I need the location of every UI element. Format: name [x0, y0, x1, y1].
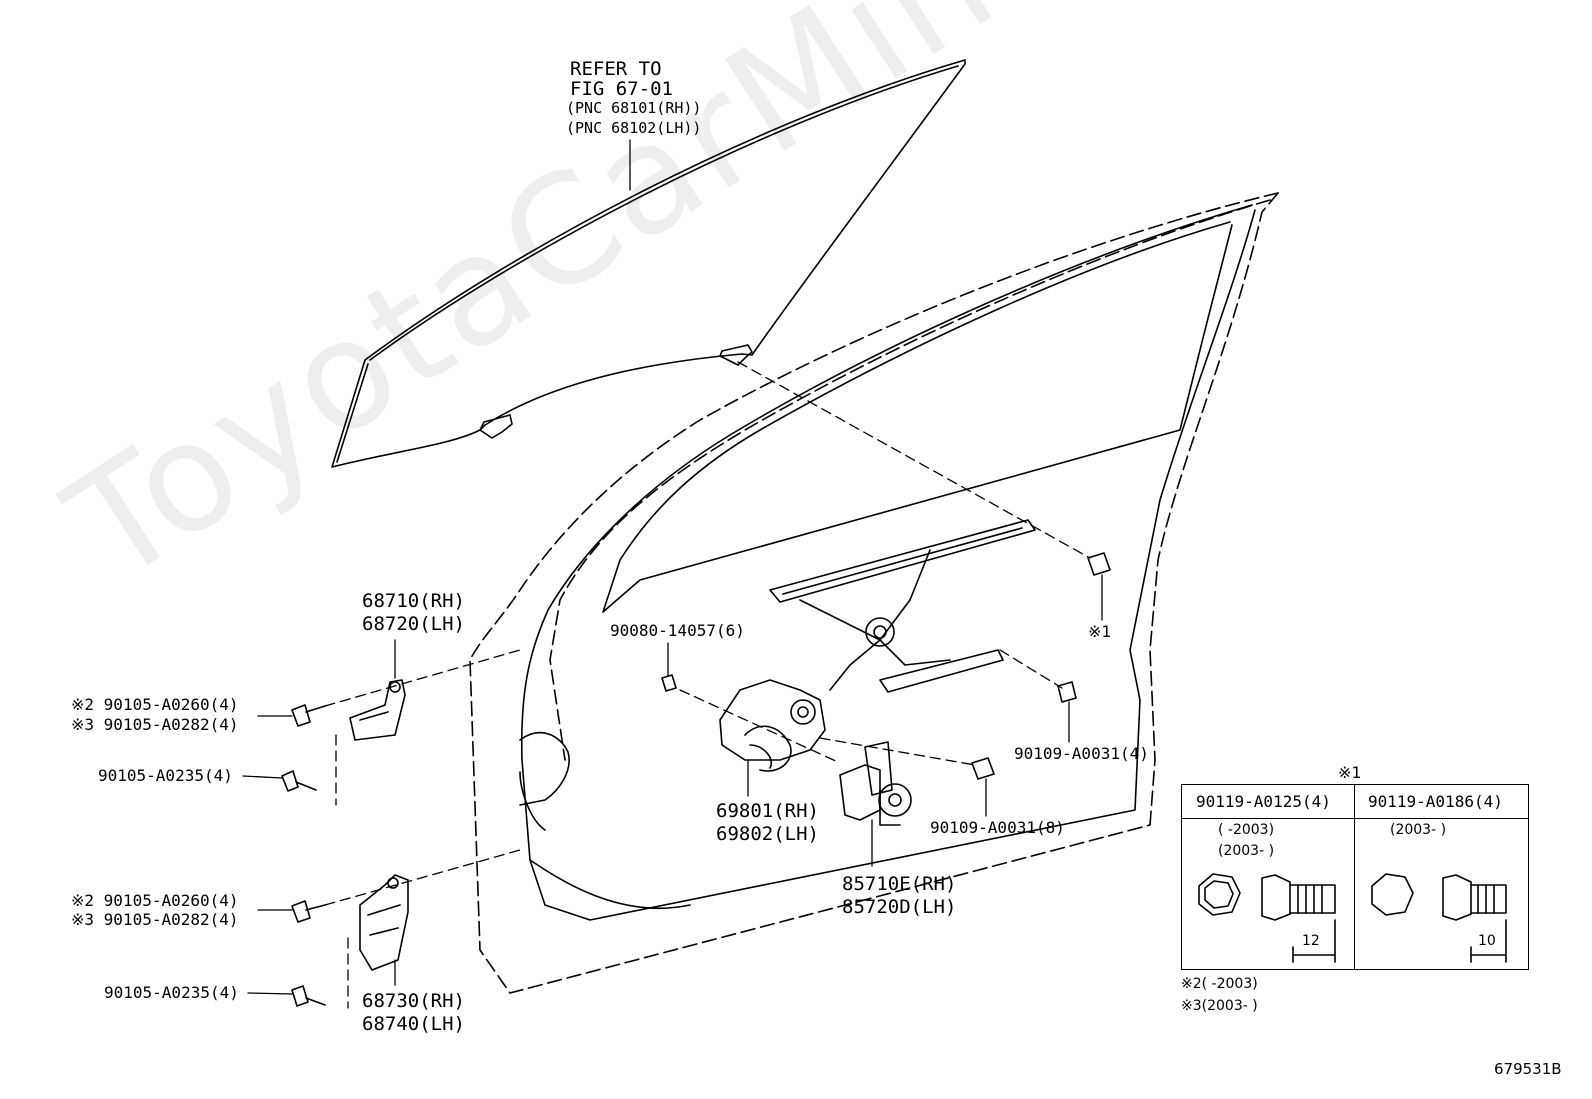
label-motor-lh: 85720D(LH) — [842, 896, 957, 918]
label-regulator-bolt: 90080-14057(6) — [610, 621, 745, 640]
door-frame — [469, 192, 1279, 994]
label-hinge-lower-rh: 68730(RH) — [362, 990, 465, 1012]
refer-line3: (PNC 68101(RH)) — [566, 99, 702, 117]
door-glass — [331, 59, 966, 468]
table-col2-length: 10 — [1478, 933, 1496, 949]
upper-hinge — [349, 679, 406, 741]
footnote-3: ※3(2003- ) — [1181, 998, 1258, 1014]
label-bolt-lower-2: ※2 90105-A0260(4) — [71, 891, 239, 910]
label-bolt-lower-3: ※3 90105-A0282(4) — [71, 910, 239, 929]
label-bolt-upper-b: 90105-A0235(4) — [98, 766, 233, 785]
table-col2-part: 90119-A0186(4) — [1368, 792, 1503, 811]
label-bolt-motor: 90109-A0031(8) — [930, 818, 1065, 837]
table-col1-range1: ( -2003) — [1218, 822, 1275, 838]
bolt-table — [1181, 784, 1529, 970]
table-col1-part: 90119-A0125(4) — [1196, 792, 1331, 811]
dashed-leaders — [324, 361, 1091, 1009]
label-bolt-lower-b: 90105-A0235(4) — [104, 983, 239, 1002]
label-motor-rh: 85710E(RH) — [842, 873, 957, 895]
diagram-code: 679531B — [1494, 1060, 1562, 1078]
table-col2-range1: (2003- ) — [1390, 822, 1447, 838]
label-hinge-upper-lh: 68720(LH) — [362, 613, 465, 635]
table-title: ※1 — [1338, 763, 1362, 782]
window-motor — [839, 741, 912, 826]
label-regulator-rh: 69801(RH) — [716, 800, 819, 822]
label-note-1: ※1 — [1088, 622, 1112, 641]
label-hinge-lower-lh: 68740(LH) — [362, 1013, 465, 1035]
bolts — [281, 552, 1111, 1007]
leaders — [242, 139, 1103, 995]
label-bolt-upper-3: ※3 90105-A0282(4) — [71, 715, 239, 734]
label-regulator-lh: 69802(LH) — [716, 823, 819, 845]
label-hinge-upper-rh: 68710(RH) — [362, 590, 465, 612]
regulator-gear-assembly — [719, 679, 826, 772]
label-bolt-upper-2: ※2 90105-A0260(4) — [71, 695, 239, 714]
label-bolt-rail: 90109-A0031(4) — [1014, 744, 1149, 763]
table-col1-length: 12 — [1302, 933, 1320, 949]
door-inner-frame — [519, 204, 1256, 921]
refer-line1: REFER TO — [570, 58, 662, 80]
refer-line2: FIG 67-01 — [570, 78, 673, 100]
lower-hinge — [359, 874, 409, 971]
table-col1-range2: (2003- ) — [1218, 843, 1275, 859]
refer-line4: (PNC 68102(LH)) — [566, 119, 702, 137]
table-icons — [1198, 873, 1507, 963]
window-regulator-rail — [769, 519, 1036, 693]
footnote-2: ※2( -2003) — [1181, 976, 1258, 992]
